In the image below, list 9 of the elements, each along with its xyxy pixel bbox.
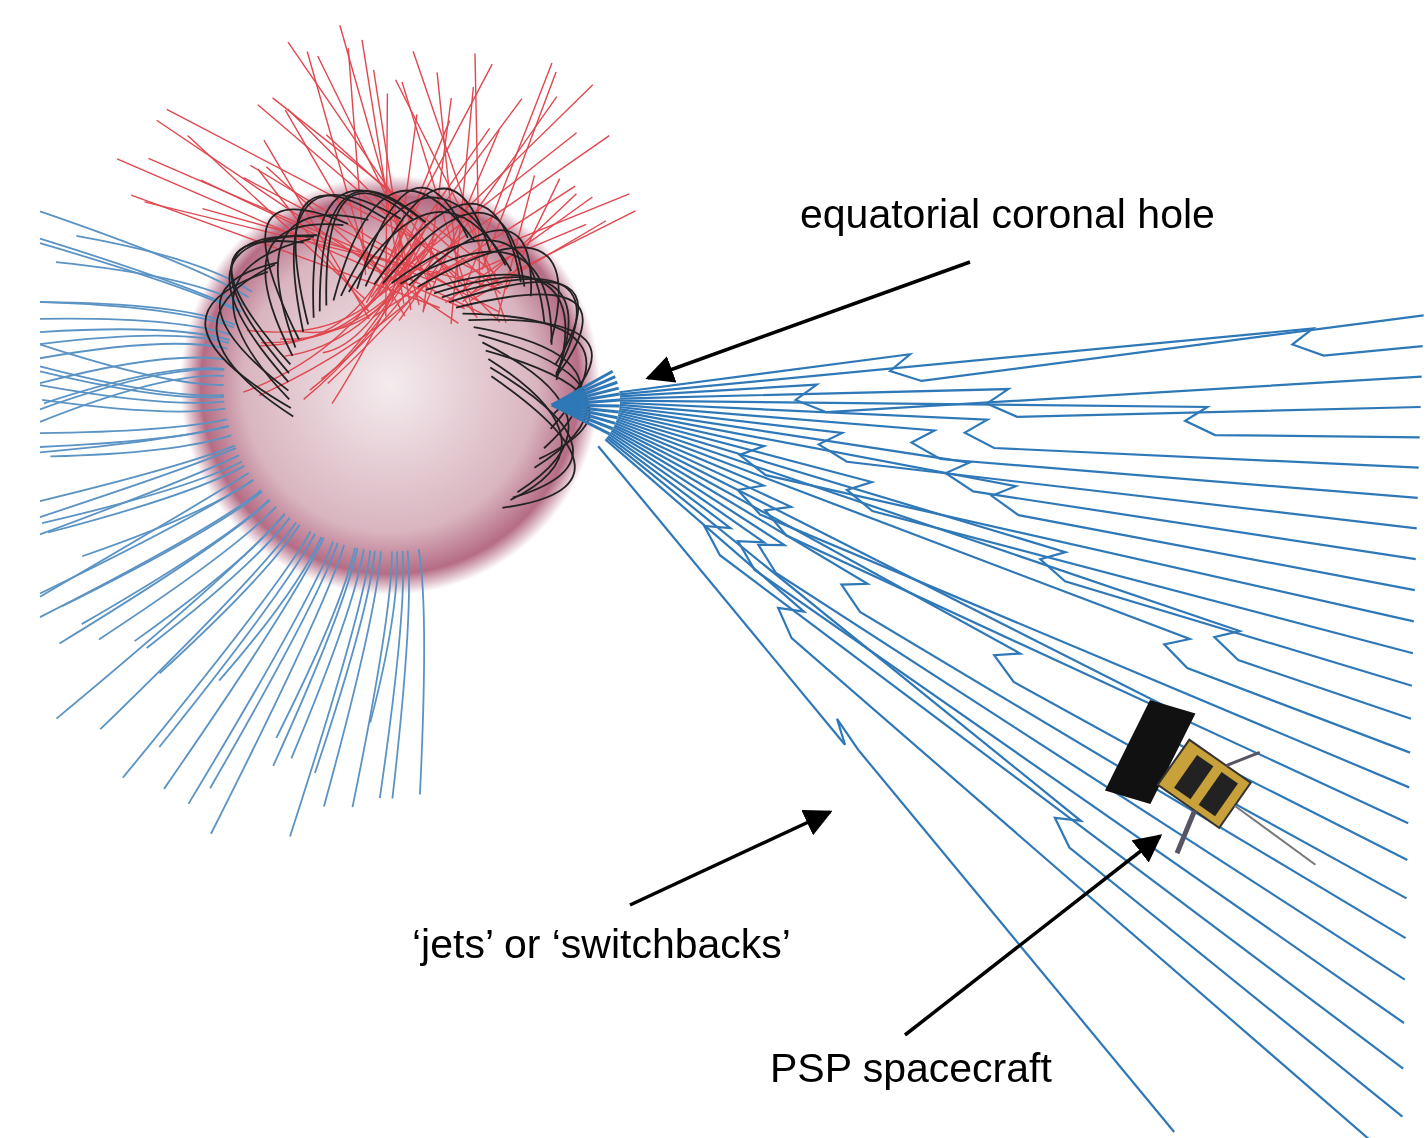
switchback-kink (835, 717, 860, 752)
coronal-hole-label: equatorial coronal hole (800, 192, 1215, 238)
leader-arrow (629, 809, 833, 907)
spacecraft-drawing (1104, 700, 1317, 866)
leader-arrow (903, 834, 1163, 1037)
coronal-hole-drawing (551, 369, 621, 436)
leader-arrow (645, 260, 971, 383)
switchbacks-label: ‘jets’ or ‘switchbacks’ (412, 922, 791, 968)
spacecraft-label: PSP spacecraft (770, 1046, 1052, 1092)
